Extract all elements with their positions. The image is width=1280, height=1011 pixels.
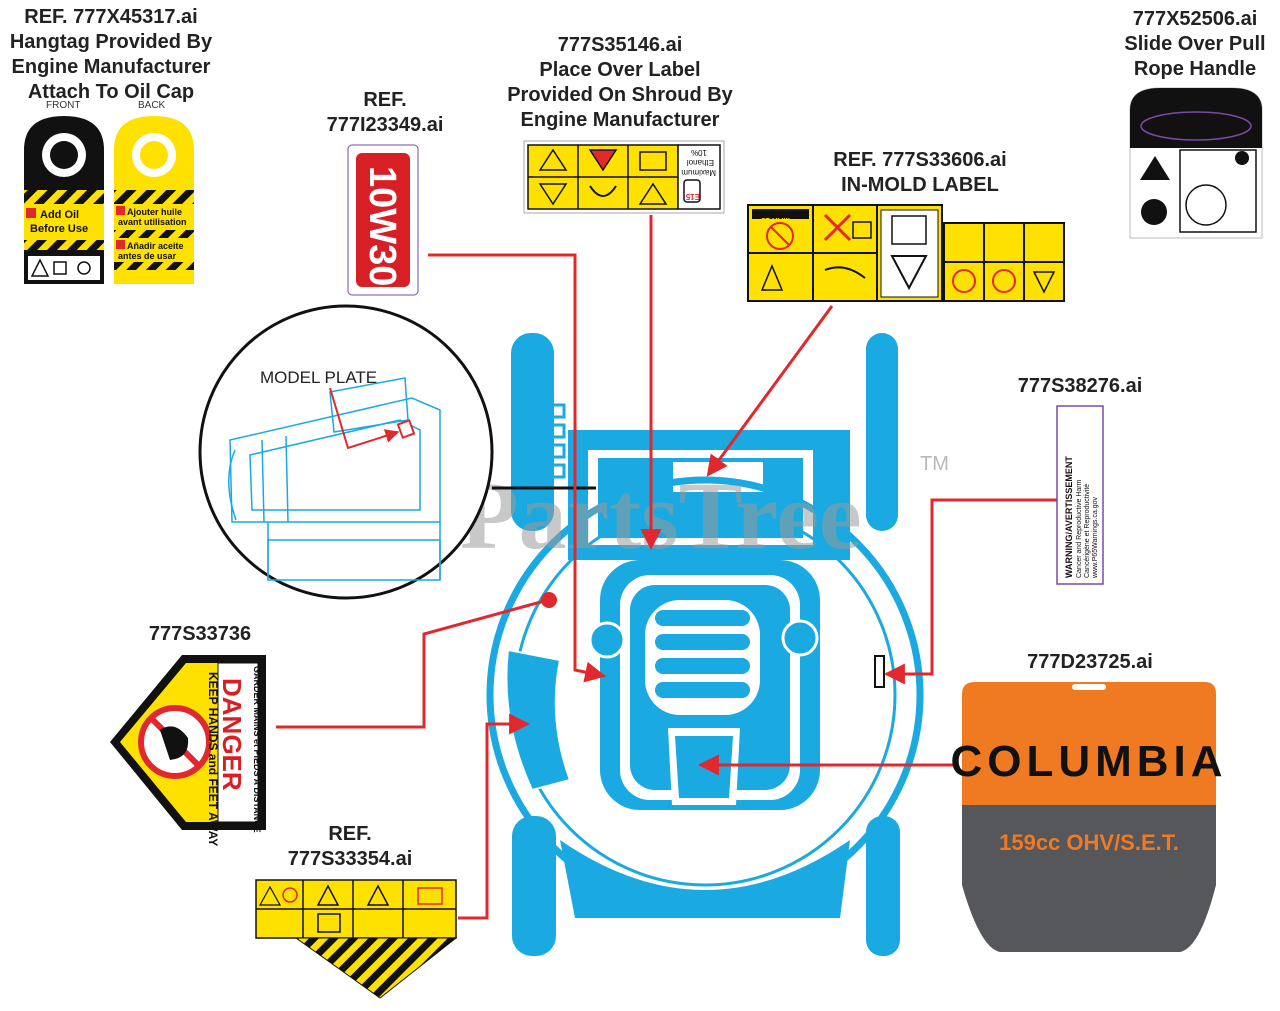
oil-label: 10W30 bbox=[347, 144, 419, 296]
oil-label-ref-1: REF. bbox=[363, 89, 407, 111]
rope-handle-ref: 777X52506.ai bbox=[1132, 8, 1258, 30]
warning-line-4: www.P65Warnings.ca.gov bbox=[1092, 496, 1099, 579]
warning-ref: 777S38276.ai bbox=[1017, 375, 1143, 397]
shroud-line-3: Engine Manufacturer bbox=[520, 109, 720, 131]
watermark-tm: TM bbox=[920, 453, 949, 475]
hangtag-caption: REF. 777X45317.ai Hangtag Provided By En… bbox=[0, 5, 222, 105]
hangtag-line-1: Hangtag Provided By bbox=[9, 31, 213, 53]
rope-handle-label bbox=[1129, 87, 1263, 239]
shroud-line-2: Provided On Shroud By bbox=[507, 84, 733, 106]
danger-caption: 777S33736 bbox=[130, 622, 270, 647]
shroud-fuel-text-3: Maximum bbox=[681, 168, 716, 177]
danger-ref: 777S33736 bbox=[148, 623, 252, 645]
shroud-ref: 777S35146.ai bbox=[557, 34, 683, 56]
brand-caption: 777D23725.ai bbox=[1010, 650, 1170, 675]
oil-label-ref-2: 777I23349.ai bbox=[326, 114, 444, 136]
shroud-label: 10% Ethanol Maximum E15 bbox=[523, 140, 725, 214]
safety-ref-2: 777S33354.ai bbox=[287, 848, 413, 870]
danger-callout-dot bbox=[541, 592, 557, 608]
warning-label: WARNING/AVERTISSEMENT Cancer and Reprodu… bbox=[1056, 405, 1104, 585]
hangtag-front: FRONT Add Oil Before Use bbox=[24, 100, 104, 284]
hangtag-back: BACK Ajouter huile avant utilisation Aña… bbox=[114, 100, 194, 284]
warning-caption: 777S38276.ai bbox=[1000, 374, 1160, 399]
rope-handle-caption: 777X52506.ai Slide Over Pull Rope Handle bbox=[1110, 7, 1280, 82]
rope-handle-line-1: Slide Over Pull bbox=[1124, 33, 1266, 55]
model-plate-label: MODEL PLATE bbox=[260, 368, 377, 387]
hangtag-front-label: FRONT bbox=[46, 100, 80, 111]
safety-ref-1: REF. bbox=[328, 823, 372, 845]
hangtag-back-text-4: antes de usar bbox=[118, 251, 177, 261]
danger-word: DANGER bbox=[217, 678, 247, 791]
oil-label-text: 10W30 bbox=[361, 166, 403, 286]
warning-line-1: WARNING/AVERTISSEMENT bbox=[1064, 456, 1074, 578]
brand-label: COLUMBIA 159cc OHV/S.E.T. bbox=[950, 682, 1227, 952]
model-plate-inset: MODEL PLATE bbox=[198, 304, 596, 600]
warning-line-2: Cancer and Reproductive Harm bbox=[1076, 479, 1083, 578]
brand-engine: 159cc OHV/S.E.T. bbox=[999, 830, 1179, 855]
safety-caption: REF. 777S33354.ai bbox=[280, 822, 420, 872]
oil-label-caption: REF. 777I23349.ai bbox=[310, 88, 460, 138]
hangtag-line-3: Attach To Oil Cap bbox=[27, 81, 195, 103]
hangtag-front-text-1: Add Oil bbox=[40, 209, 79, 221]
brand-ref: 777D23725.ai bbox=[1027, 651, 1153, 673]
inmold-ref: REF. 777S33606.ai bbox=[833, 149, 1007, 171]
shroud-e15-text: E15 bbox=[685, 192, 700, 201]
danger-line-fr: GARDER MAINS et PIEDS A DISTANCE bbox=[252, 666, 262, 833]
hangtag-back-text-1: Ajouter huile bbox=[127, 207, 182, 217]
watermark-text: PartsTree bbox=[460, 462, 862, 569]
inmold-max-text: MAX 15° bbox=[758, 216, 790, 225]
hangtag-line-2: Engine Manufacturer bbox=[11, 56, 211, 78]
mower-body bbox=[486, 333, 924, 956]
inmold-caption: REF. 777S33606.ai IN-MOLD LABEL bbox=[810, 148, 1030, 198]
inmold-line-2: IN-MOLD LABEL bbox=[841, 174, 999, 196]
brand-name: COLUMBIA bbox=[950, 737, 1227, 786]
shroud-line-1: Place Over Label bbox=[539, 59, 701, 81]
hangtag-back-text-2: avant utilisation bbox=[118, 217, 187, 227]
hangtag-front-text-2: Before Use bbox=[30, 223, 88, 235]
danger-label: GARDER MAINS et PIEDS A DISTANCE DANGER … bbox=[110, 655, 266, 846]
shroud-fuel-text-2: Ethanol bbox=[687, 158, 714, 167]
callout-leaders bbox=[276, 215, 1057, 920]
warning-line-3: Cancérigène et Reproductivité bbox=[1084, 484, 1091, 578]
rope-handle-line-2: Rope Handle bbox=[1133, 58, 1257, 80]
danger-line-en: KEEP HANDS and FEET AWAY bbox=[206, 672, 220, 846]
shroud-fuel-text-1: 10% bbox=[691, 148, 707, 157]
safety-label bbox=[255, 879, 458, 999]
inmold-label: MAX 15° bbox=[747, 204, 1065, 302]
shroud-label-caption: 777S35146.ai Place Over Label Provided O… bbox=[485, 33, 755, 133]
hangtag-back-text-3: Añadir aceite bbox=[127, 241, 184, 251]
hangtag-back-label: BACK bbox=[138, 100, 166, 111]
hangtag-ref: REF. 777X45317.ai bbox=[24, 6, 198, 28]
